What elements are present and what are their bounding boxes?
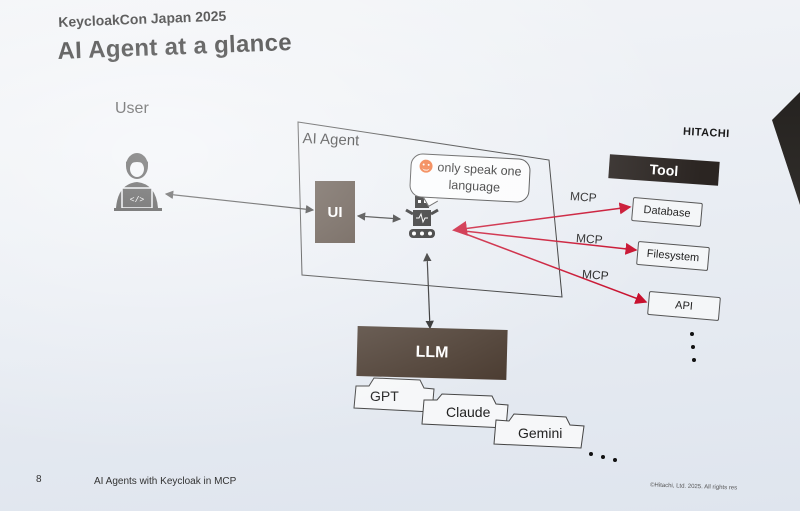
user-label: User (115, 100, 149, 117)
mcp-arrow-api (454, 229, 648, 304)
model-tab-gpt-shape (353, 377, 435, 413)
model-tab-gemini-shape (493, 413, 585, 449)
robot-icon (405, 196, 439, 238)
more-tools-dot (690, 332, 694, 336)
more-models-dot (601, 455, 605, 459)
mcp-label: MCP (569, 189, 598, 205)
more-models-dot (589, 452, 593, 456)
model-gemini: Gemini (518, 425, 563, 441)
llm-box: LLM (356, 326, 508, 380)
tool-database-label: Database (643, 203, 691, 221)
mcp-arrow-database (452, 202, 632, 236)
ui-agent-arrow (356, 212, 402, 223)
ui-box: UI (315, 181, 355, 243)
bubble-line-2: language (448, 177, 501, 195)
user-icon: </> (114, 153, 162, 211)
ui-label: UI (327, 203, 343, 221)
more-models-dot (613, 458, 617, 462)
footer-title: AI Agents with Keycloak in MCP (94, 476, 237, 487)
tool-filesystem-label: Filesystem (646, 247, 700, 265)
mcp-arrow-filesystem (454, 229, 638, 255)
model-claude: Claude (446, 404, 491, 420)
svg-text:</>: </> (130, 196, 145, 205)
user-ui-arrow (164, 190, 315, 214)
smiling-face-icon (419, 159, 433, 174)
tool-api-label: API (674, 299, 694, 313)
mcp-label: MCP (575, 231, 604, 247)
agent-llm-arrow (423, 252, 434, 330)
speech-bubble: only speak one language (408, 152, 532, 204)
model-tab-claude-shape (421, 393, 509, 429)
tool-header-label: Tool (649, 161, 679, 179)
ai-agent-frame (297, 121, 563, 298)
model-gpt: GPT (370, 388, 399, 404)
more-tools-dot (691, 345, 695, 349)
bubble-line-1: only speak one (437, 160, 522, 179)
page-number: 8 (36, 474, 42, 485)
mcp-label: MCP (581, 267, 610, 283)
llm-label: LLM (415, 343, 449, 362)
more-tools-dot (692, 358, 696, 362)
ai-agent-label: AI Agent (302, 130, 360, 150)
